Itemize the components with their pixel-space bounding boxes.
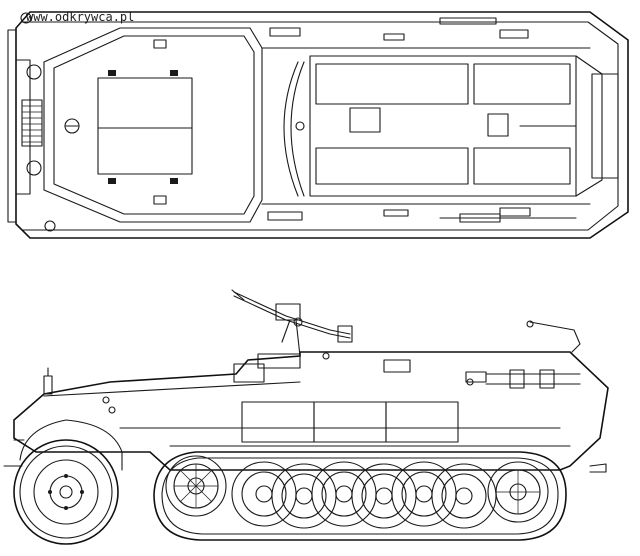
stowage-boxes bbox=[241, 401, 459, 443]
machine-gun bbox=[231, 289, 353, 357]
radiator-grille bbox=[21, 99, 43, 147]
engine-deck bbox=[43, 27, 263, 223]
idler-wheel bbox=[487, 461, 549, 523]
watermark-text: www.odkrywca.pl bbox=[26, 10, 135, 24]
side-view-elevation bbox=[3, 289, 609, 545]
aerial-bracket bbox=[529, 321, 581, 353]
drive-sprocket bbox=[165, 455, 227, 517]
engine-hatch bbox=[97, 77, 193, 175]
track-assembly bbox=[153, 451, 567, 541]
windscreen-arc bbox=[283, 61, 299, 197]
front-bumper bbox=[7, 29, 17, 223]
side-hull-outline bbox=[13, 351, 609, 471]
top-view-plan bbox=[7, 11, 629, 239]
front-wheel bbox=[13, 439, 119, 545]
front-fender bbox=[19, 419, 123, 471]
